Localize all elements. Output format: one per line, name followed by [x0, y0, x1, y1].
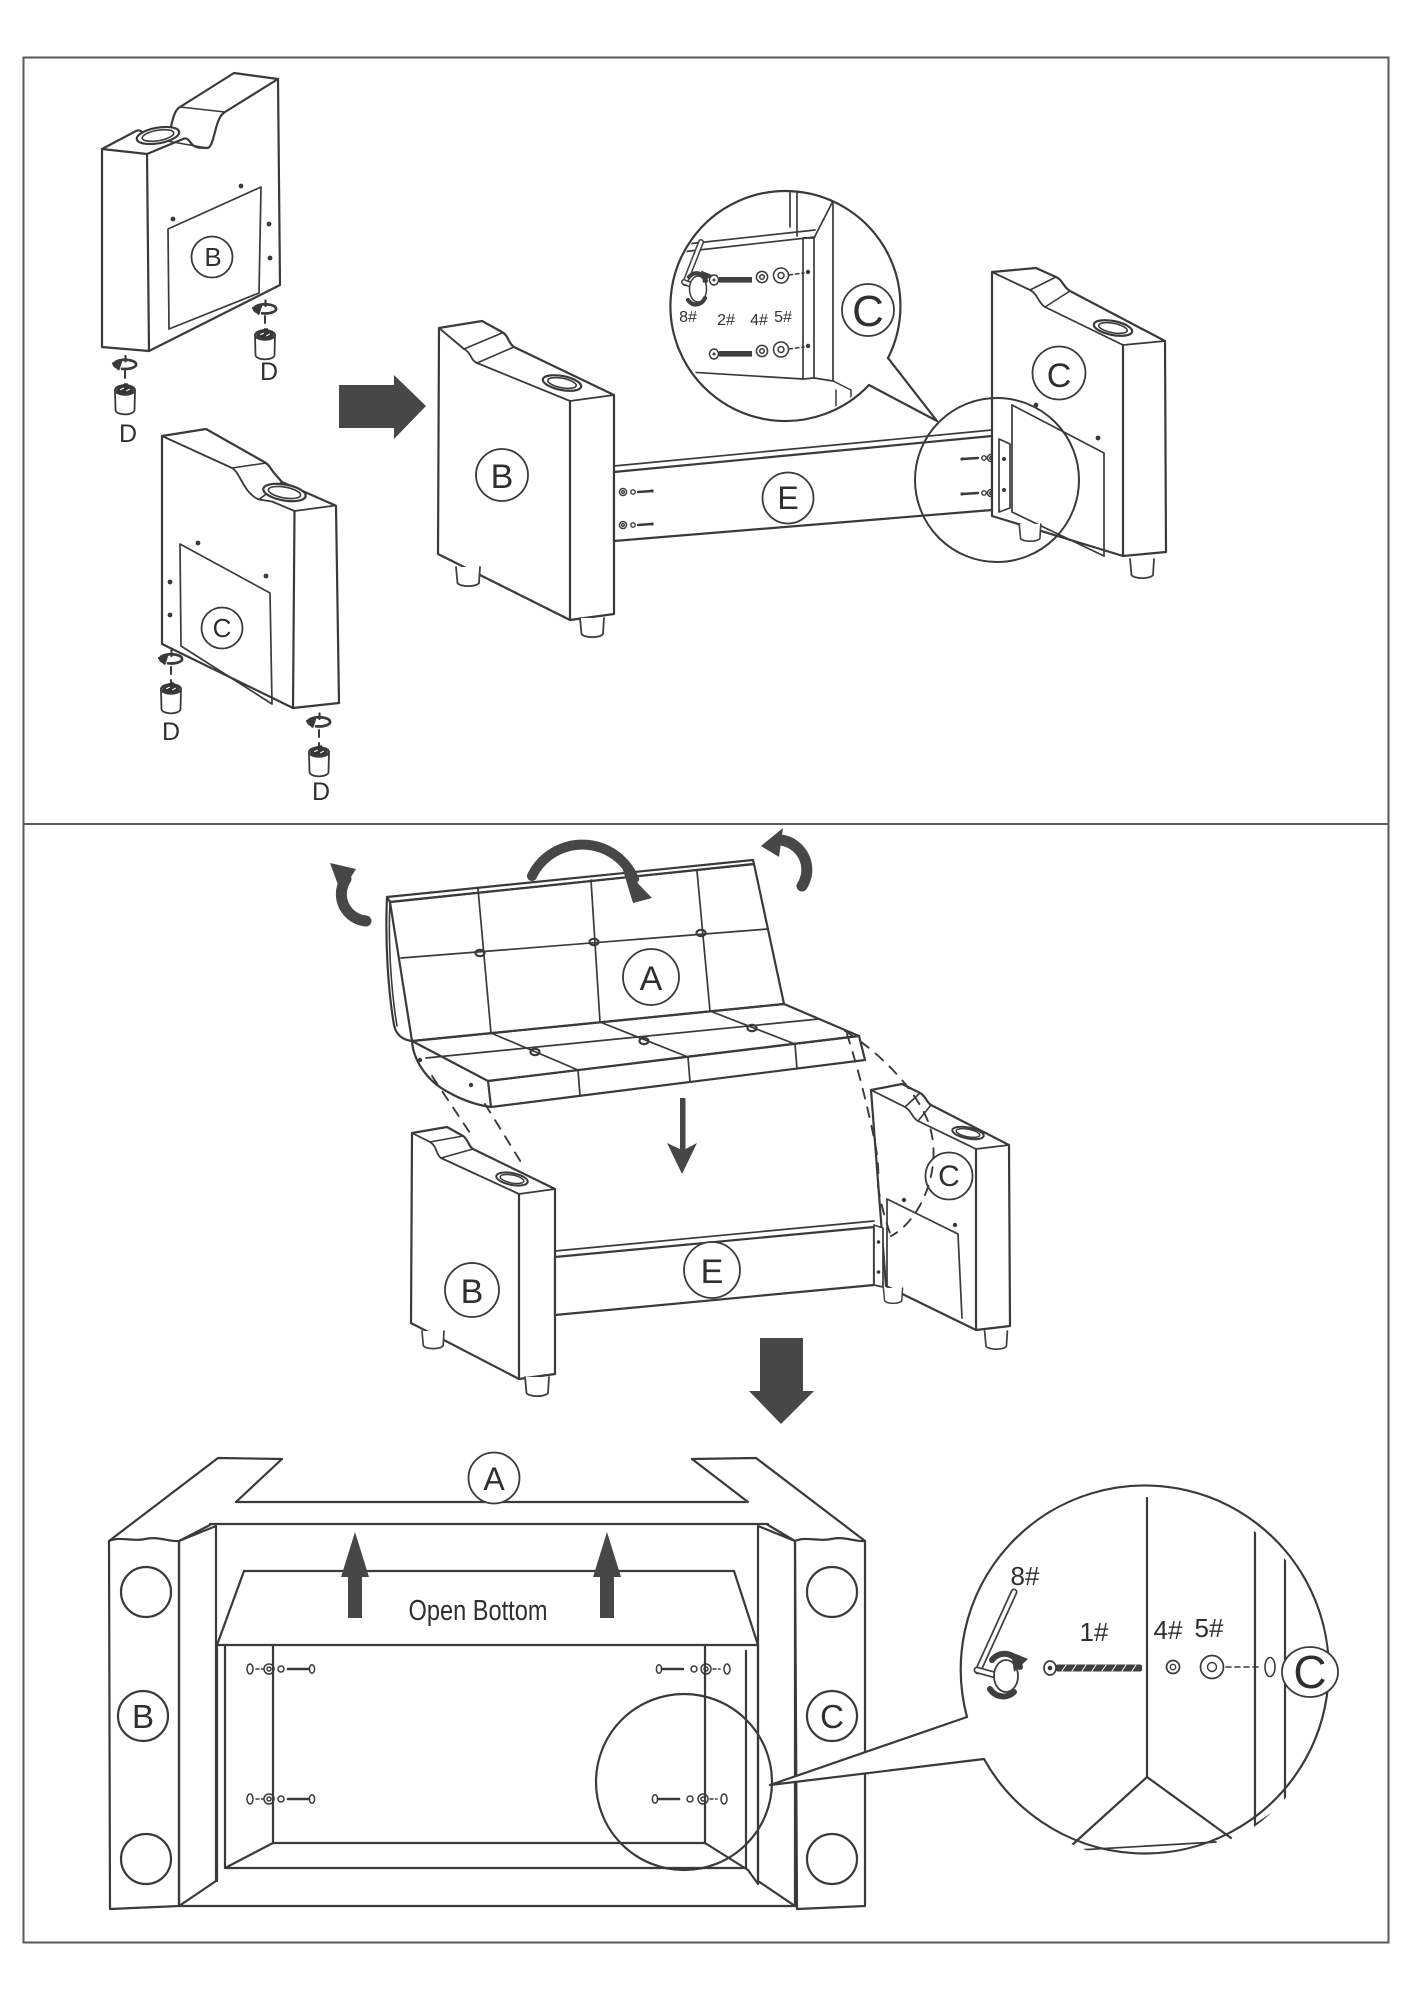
svg-text:C: C	[213, 613, 232, 643]
svg-text:B: B	[132, 1698, 154, 1735]
svg-text:B: B	[204, 242, 221, 272]
svg-text:A: A	[483, 1461, 505, 1497]
svg-text:4#: 4#	[750, 312, 768, 329]
svg-text:C: C	[852, 287, 884, 336]
svg-text:C: C	[1293, 1646, 1326, 1698]
svg-text:5#: 5#	[1195, 1613, 1224, 1643]
svg-text:C: C	[820, 1698, 844, 1735]
svg-text:E: E	[777, 480, 798, 516]
svg-text:C: C	[1047, 357, 1072, 395]
svg-text:1#: 1#	[1080, 1617, 1109, 1647]
svg-text:4#: 4#	[1154, 1615, 1183, 1645]
svg-text:8#: 8#	[679, 309, 697, 326]
svg-text:E: E	[701, 1253, 724, 1291]
svg-text:B: B	[491, 458, 514, 496]
svg-text:5#: 5#	[774, 309, 792, 326]
svg-text:D: D	[312, 778, 330, 806]
svg-text:D: D	[162, 718, 180, 746]
svg-text:D: D	[260, 358, 278, 386]
svg-text:A: A	[640, 960, 663, 998]
svg-text:B: B	[461, 1273, 484, 1311]
svg-text:D: D	[119, 420, 137, 448]
svg-text:8#: 8#	[1011, 1561, 1040, 1591]
svg-text:2#: 2#	[717, 312, 735, 329]
svg-text:Open Bottom: Open Bottom	[409, 1595, 548, 1627]
svg-text:C: C	[938, 1160, 960, 1193]
